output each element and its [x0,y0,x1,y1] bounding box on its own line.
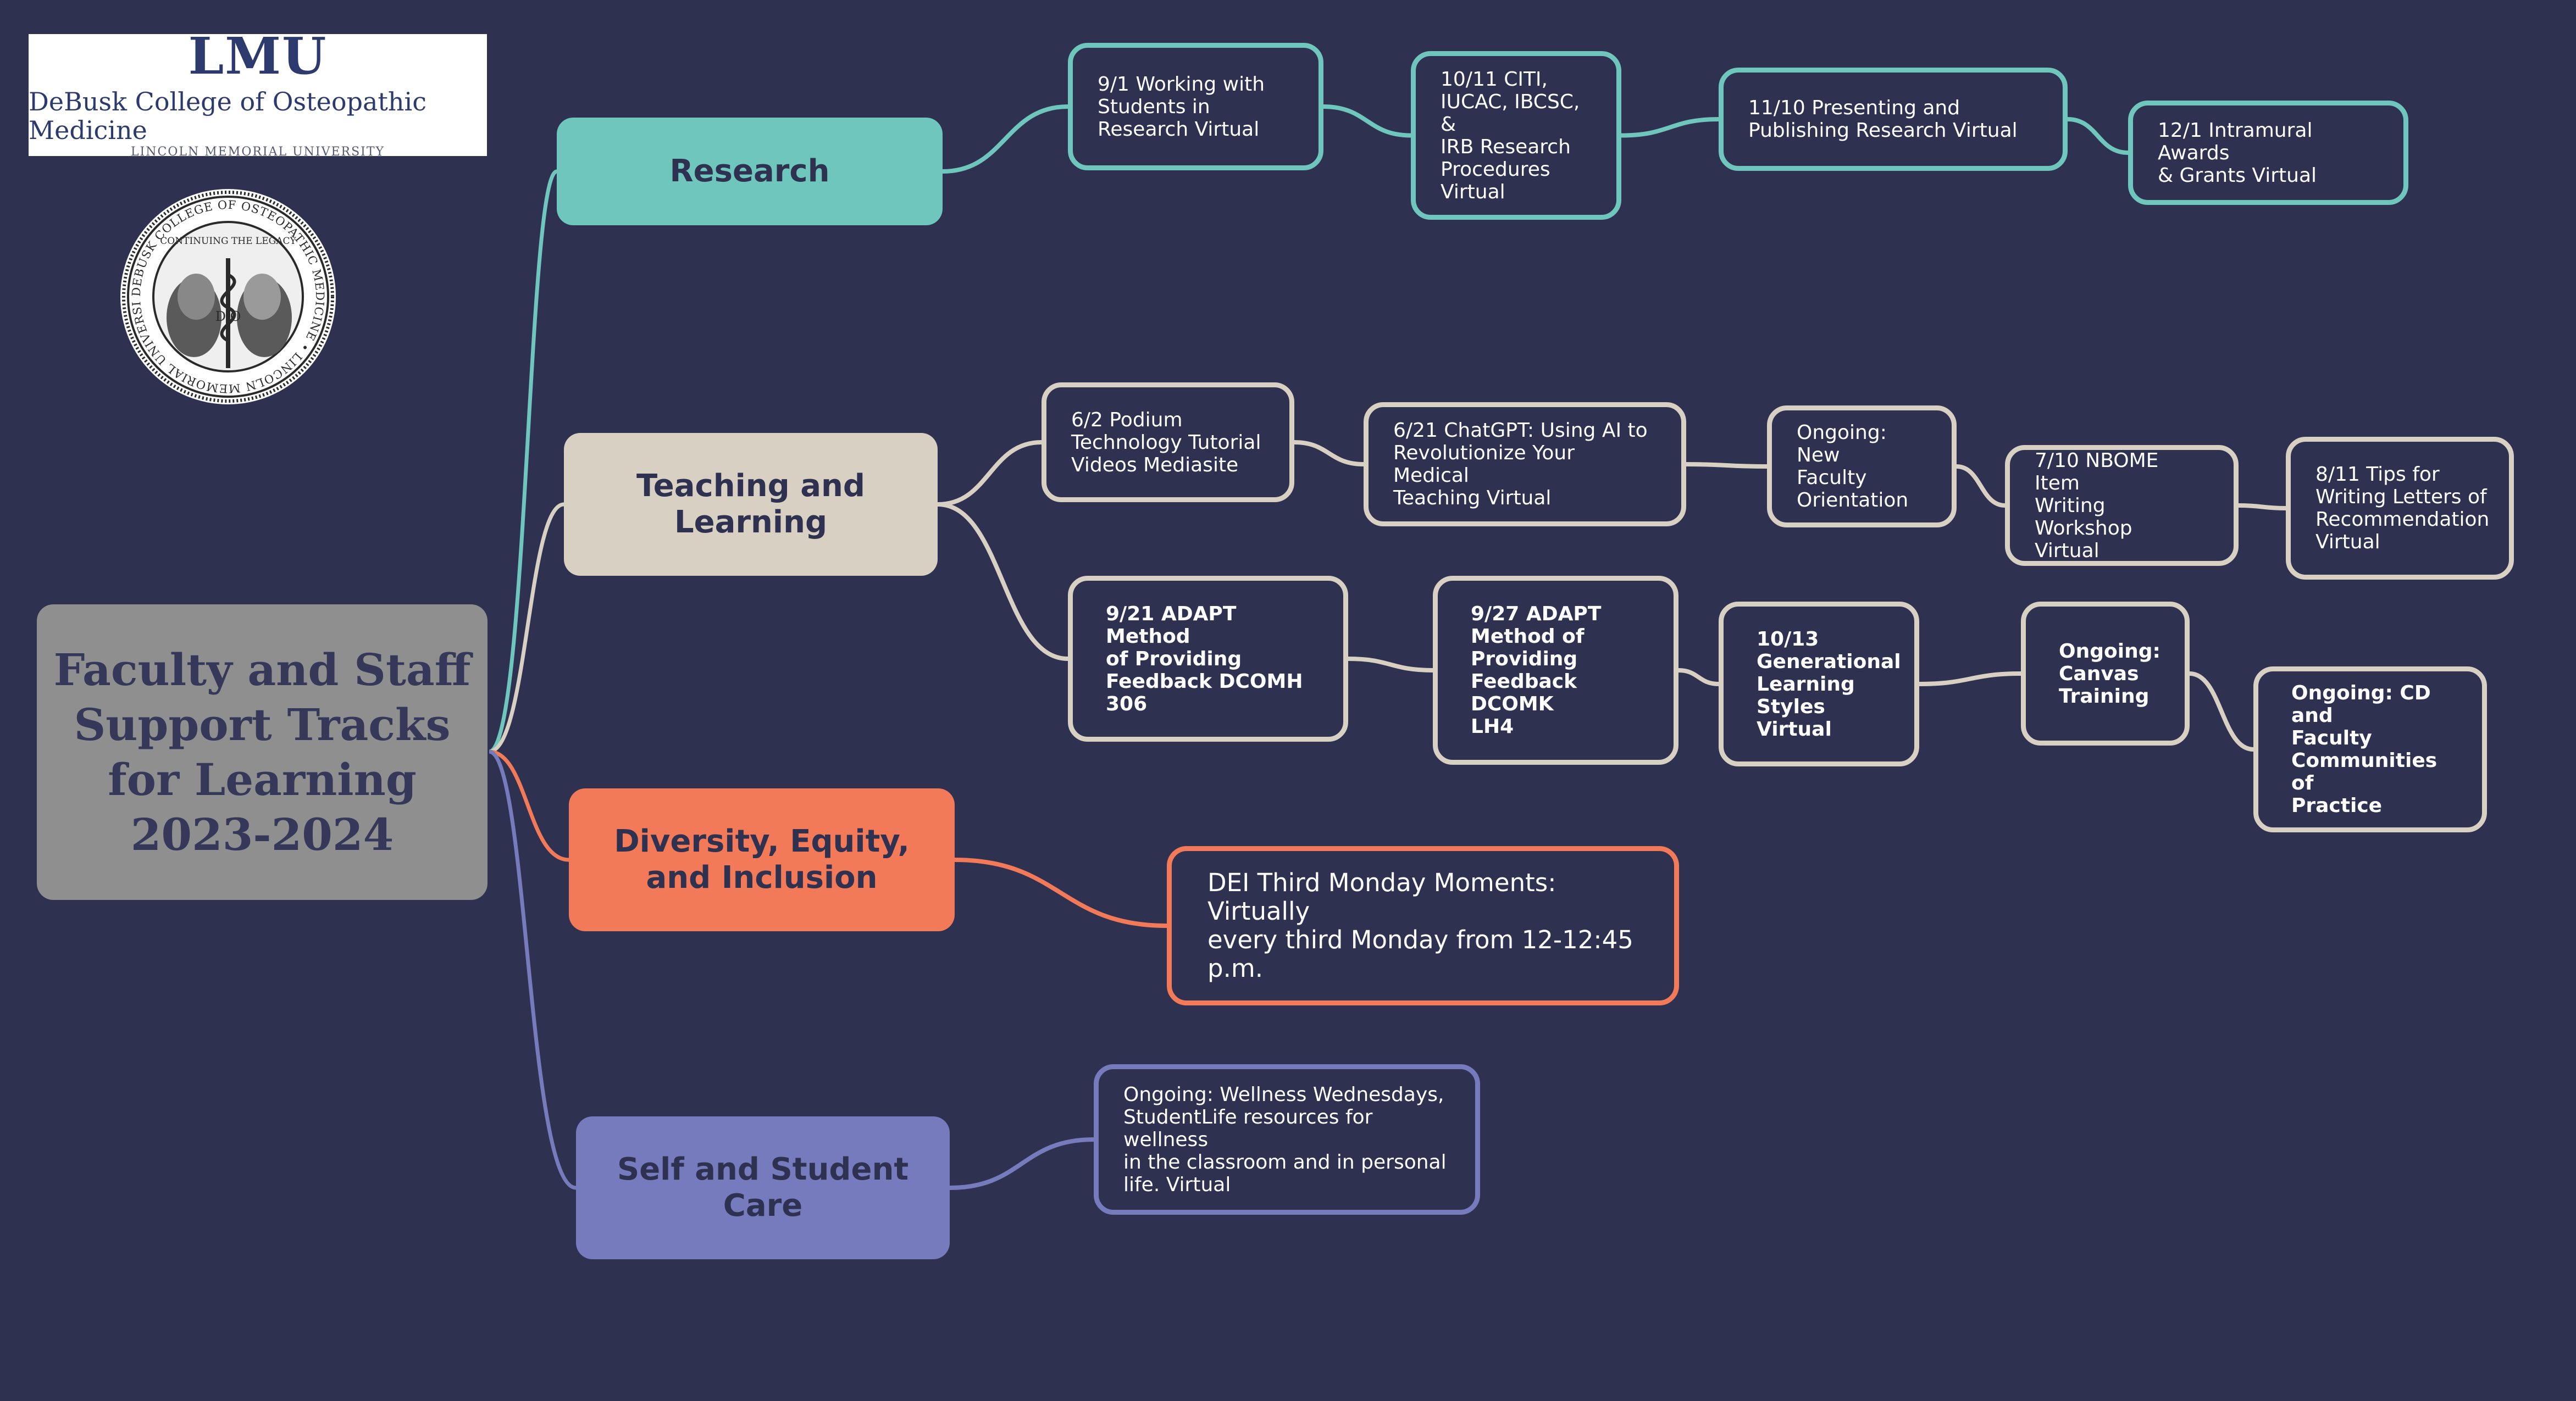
link-selfcare [948,1137,1096,1190]
branch-selfcare[interactable]: Self and Student Care [576,1116,950,1259]
link-research [940,104,1070,174]
link-teaching [1292,440,1366,466]
branch-teaching[interactable]: Teaching and Learning [564,433,938,576]
link-teaching [1346,657,1435,672]
seal-motto: CONTINUING THE LEGACY [160,236,296,247]
root-link-teaching [489,502,564,754]
link-teaching [935,502,1070,661]
link-research [1619,117,1721,138]
root-link-research [488,169,558,754]
logo-college-name: DeBusk College of Osteopathic Medicine [29,87,426,145]
session-node-teaching[interactable]: 9/21 ADAPT Method of Providing Feedback … [1068,576,1348,742]
link-teaching [1954,464,2007,508]
link-teaching [1684,462,1769,469]
lmu-logo: LMU DeBusk College of Osteopathic Medici… [29,30,487,159]
session-node-selfcare[interactable]: Ongoing: Wellness Wednesdays, StudentLif… [1094,1064,1480,1215]
session-node-research[interactable]: 12/1 Intramural Awards & Grants Virtual [2128,101,2408,205]
link-teaching [935,440,1044,507]
link-teaching [2236,503,2288,510]
session-node-research[interactable]: 10/11 CITI, IUCAC, IBCSC, & IRB Research… [1411,51,1621,220]
link-dei [952,858,1169,928]
link-teaching [2187,671,2256,752]
session-node-teaching[interactable]: 7/10 NBOME Item Writing Workshop Virtual [2005,445,2239,566]
session-node-teaching[interactable]: 8/11 Tips for Writing Letters of Recomme… [2286,437,2514,580]
logo-university-name: LINCOLN MEMORIAL UNIVERSITY [130,145,385,159]
session-node-teaching[interactable]: 10/13 Generational Learning Styles Virtu… [1719,602,1919,766]
session-node-research[interactable]: 9/1 Working with Students in Research Vi… [1068,43,1323,170]
link-research [1321,104,1413,138]
link-teaching [1676,668,1721,686]
logo-title: LMU [188,26,328,86]
session-node-teaching[interactable]: Ongoing: New Faculty Orientation [1767,405,1957,527]
root-link-selfcare [488,749,577,1190]
college-seal: DEBUSK COLLEGE OF OSTEOPATHIC MEDICINE •… [118,187,336,404]
link-research [2065,117,2130,155]
session-node-teaching[interactable]: Ongoing: CD and Faculty Communities of P… [2253,666,2487,832]
link-teaching [1917,671,2023,686]
session-node-research[interactable]: 11/10 Presenting and Publishing Research… [1719,68,2068,171]
session-node-teaching[interactable]: 6/2 Podium Technology Tutorial Videos Me… [1042,382,1294,502]
seal-letters: D O [215,309,241,324]
root-topic[interactable]: Faculty and Staff Support Tracks for Lea… [37,604,487,900]
session-node-dei[interactable]: DEI Third Monday Moments: Virtually ever… [1167,846,1679,1005]
branch-research[interactable]: Research [557,118,943,225]
session-node-teaching[interactable]: Ongoing: Canvas Training [2021,602,2190,746]
session-node-teaching[interactable]: 6/21 ChatGPT: Using AI to Revolutionize … [1364,402,1686,526]
branch-dei[interactable]: Diversity, Equity, and Inclusion [569,788,955,931]
session-node-teaching[interactable]: 9/27 ADAPT Method of Providing Feedback … [1433,576,1678,765]
root-link-dei [489,749,569,862]
